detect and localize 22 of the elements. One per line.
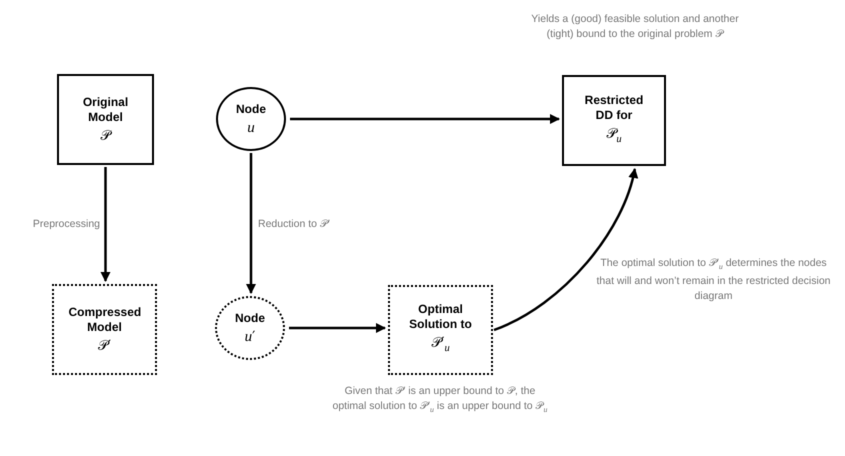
node-label: Compressed Model (68, 304, 140, 334)
math-symbol: 𝒫$_{u}$ (606, 124, 622, 146)
math-symbol: u (247, 118, 255, 136)
arrow (246, 153, 256, 294)
dotted-box (52, 284, 157, 375)
arrow (494, 168, 638, 332)
arrow (100, 167, 110, 282)
arrow (290, 114, 560, 124)
node-label: Node (235, 102, 267, 116)
dotted-box (388, 285, 493, 375)
arrow (289, 323, 386, 333)
process-box (57, 74, 154, 165)
process-box (562, 75, 666, 166)
math-symbol: u′ (244, 328, 256, 346)
node-label: Restricted DD for (584, 92, 644, 123)
node-label: Optimal Solution to (408, 302, 473, 332)
node-label: Node (234, 310, 266, 326)
node-label: Original Model (82, 94, 130, 124)
math-symbol: 𝒫′$_{u}$ (431, 334, 450, 356)
edge-label: The optimal solution to 𝒫′$_{u}$ determines the nodes that will and won’t remain in the restricted decision diagram (596, 256, 831, 304)
math-symbol: 𝒫′ (98, 336, 112, 354)
math-symbol: 𝒫 (100, 126, 110, 144)
